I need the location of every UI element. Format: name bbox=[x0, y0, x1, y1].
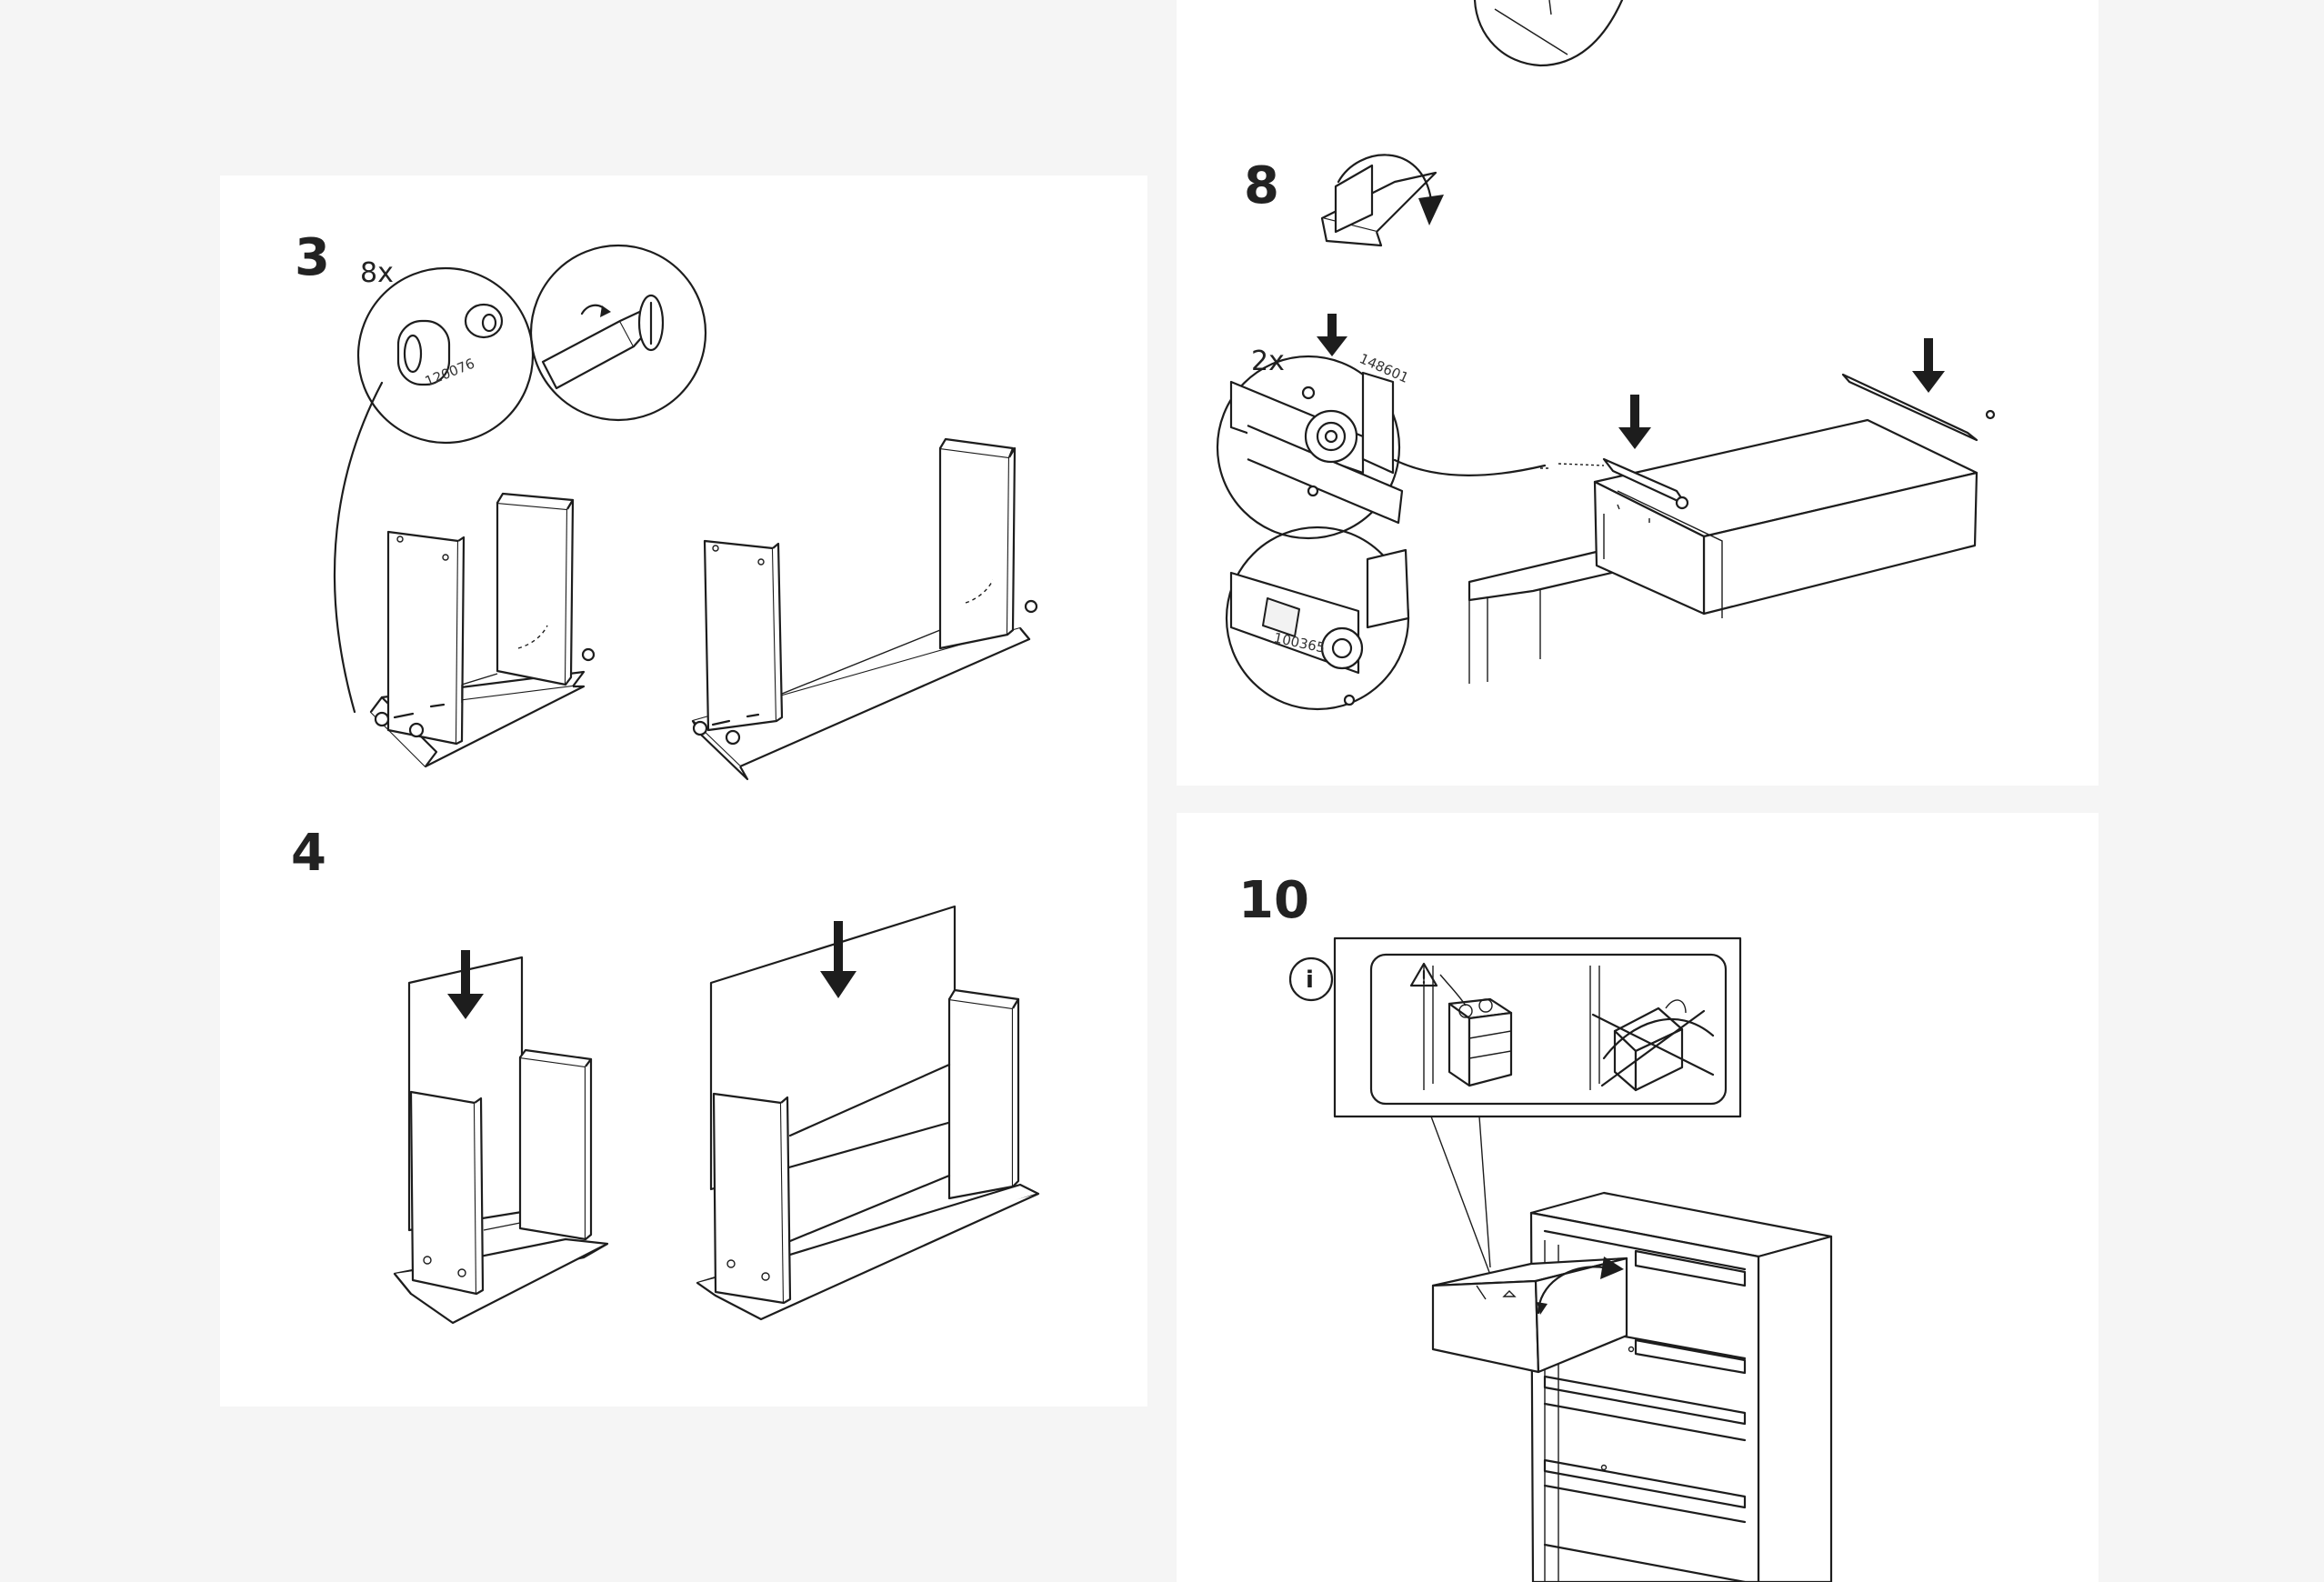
chest-of-drawers bbox=[1529, 1191, 1833, 1582]
step-10-number: 10 bbox=[1238, 871, 1309, 930]
info-callout bbox=[1333, 936, 1742, 1276]
panel-step-10: 10 i bbox=[1177, 813, 2099, 1582]
step-4-small-frame bbox=[393, 950, 609, 1325]
runner-detail-circle-top bbox=[1216, 314, 1547, 540]
step-3-large-frame bbox=[691, 437, 1038, 781]
flip-over-icon bbox=[1320, 154, 1444, 247]
step-3-quantity: 8x bbox=[360, 257, 394, 289]
open-drawer bbox=[1431, 1257, 1628, 1374]
tipping-dresser-crossed bbox=[1589, 966, 1715, 1092]
runner-detail-circle-bottom bbox=[1225, 526, 1410, 711]
step-8-number: 8 bbox=[1244, 156, 1279, 215]
step-3-number: 3 bbox=[295, 228, 330, 287]
step-3-small-frame bbox=[369, 492, 596, 768]
screwdriver-detail-circle bbox=[529, 244, 707, 422]
wall-anchored-dresser bbox=[1423, 966, 1513, 1090]
step-4-large-frame bbox=[696, 905, 1040, 1321]
drawer-on-table bbox=[1468, 338, 1996, 684]
step-3-4-illustration: 120076 bbox=[333, 244, 1040, 1325]
panel-step-8: 8 2x 148601 bbox=[1177, 0, 2099, 786]
step-4-number: 4 bbox=[291, 824, 326, 883]
info-icon-glyph: i bbox=[1306, 966, 1314, 994]
panel-steps-3-4: 3 8x 4 120076 bbox=[220, 175, 1147, 1407]
cam-lock-detail-circle bbox=[333, 266, 535, 714]
step-8-illustration: 148601 100365 bbox=[1216, 0, 1996, 711]
info-icon bbox=[1288, 956, 1334, 1002]
step-10-illustration: i bbox=[1288, 936, 1833, 1582]
